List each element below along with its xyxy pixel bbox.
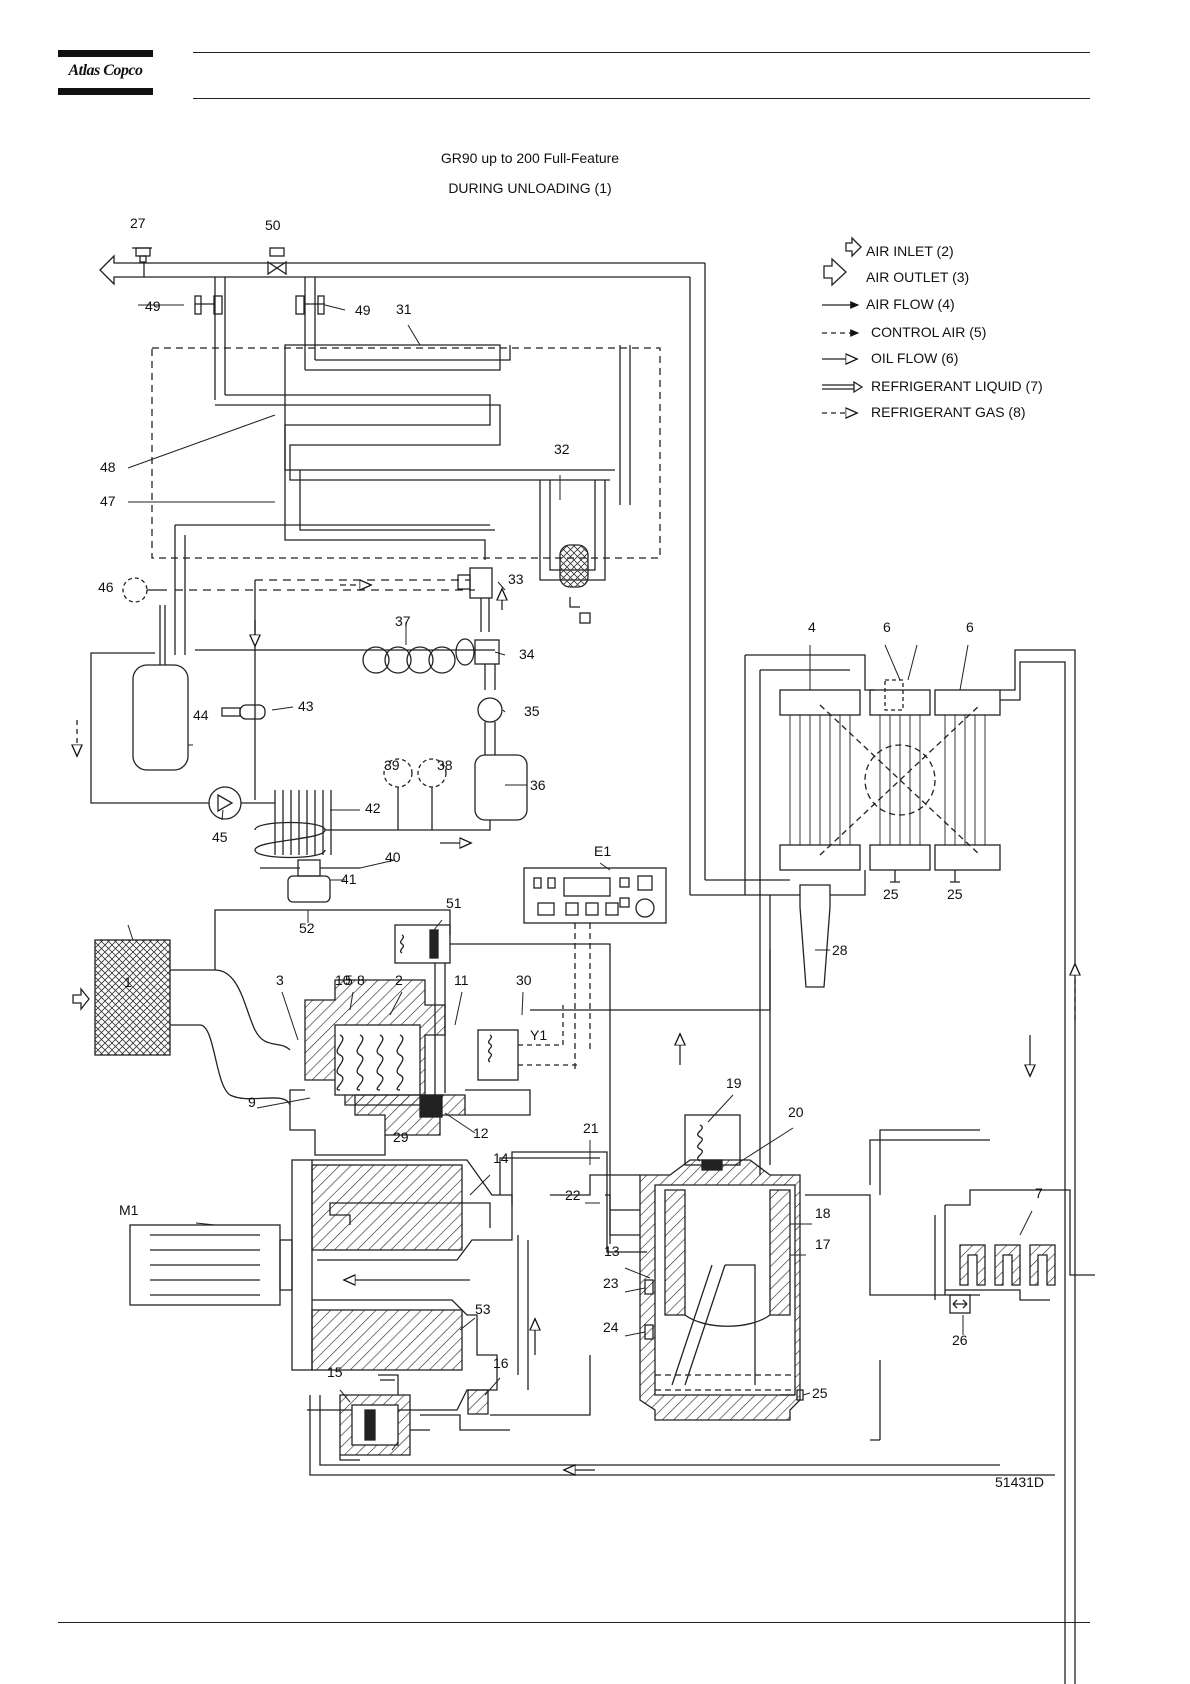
callout-36: 36 [530,777,546,793]
callout-13: 13 [604,1243,620,1259]
refrigerant-circuit [77,567,528,903]
drawing-number: 51431D [995,1474,1045,1490]
logo-text: Atlas Copco [68,62,143,79]
footer-rule [58,1622,1090,1623]
callout-30: 30 [516,972,532,988]
callout-17: 17 [815,1236,831,1252]
callout-12: 12 [473,1125,489,1141]
callout-49: 49 [145,298,161,314]
controller-e1 [523,867,667,1073]
callout-1: 1 [124,974,132,990]
air-outlet-icon [823,257,847,287]
callout-7: 7 [1035,1185,1043,1201]
air-inlet-icon [845,236,862,258]
compressor-element [129,1151,647,1411]
condenser [254,790,435,859]
callout-16: 16 [493,1355,509,1371]
callout-29: 29 [393,1129,409,1145]
legend-item-air-flow: AIR FLOW (4) [866,296,955,312]
callout-52: 52 [299,920,315,936]
callout-33: 33 [508,571,524,587]
callout-34: 34 [519,646,535,662]
callout-50: 50 [265,217,281,233]
callout-4: 4 [808,619,816,635]
valve-50 [267,247,287,276]
legend-item-refrigerant-gas: REFRIGERANT GAS (8) [871,404,1026,420]
legend-item-control-air: CONTROL AIR (5) [871,324,987,340]
callout-25: 25 [883,886,899,902]
callout-27: 27 [130,215,146,231]
callout-35: 35 [524,703,540,719]
dryer-heat-exchanger [151,344,661,655]
header-rule-top [193,52,1090,53]
callout-32: 32 [554,441,570,457]
callout-42: 42 [365,800,381,816]
refrigerant-liquid-icon [822,380,864,394]
callout-31: 31 [396,301,412,317]
diagram-subtitle: DURING UNLOADING (1) [448,180,612,196]
callout-23: 23 [603,1275,619,1291]
callout-53: 53 [475,1301,491,1317]
air-outlet-piping [99,247,800,896]
callout-19: 19 [726,1075,742,1091]
legend-item-air-inlet: AIR INLET (2) [866,243,954,259]
callout-48: 48 [100,459,116,475]
inlet-valve [289,924,771,1244]
legend-item-air-outlet: AIR OUTLET (3) [866,269,970,285]
callout-2: 2 [395,972,403,988]
valve-49-right [295,295,325,315]
diagram-title: GR90 up to 200 Full-Feature [440,150,620,166]
callout-37: 37 [395,613,411,629]
callout-25: 25 [812,1385,828,1401]
valve-27 [132,247,152,263]
callout-11: 11 [454,972,469,988]
callout-20: 20 [788,1104,804,1120]
valve-49-left [194,295,223,315]
callout-46: 46 [98,579,114,595]
atlas-copco-logo: Atlas Copco [58,50,153,96]
callout-28: 28 [832,942,848,958]
oil-separator-vessel [550,1114,980,1421]
callout-40: 40 [385,849,401,865]
callout-22: 22 [565,1187,581,1203]
callout-49: 49 [355,302,371,318]
callout-38: 38 [437,757,453,773]
callout-e1: E1 [594,843,611,859]
callout-3: 3 [276,972,284,988]
coolers [744,649,1075,1684]
callout-5: 5 [345,972,353,988]
callout-21: 21 [583,1120,599,1136]
lower-valves [309,1355,1055,1475]
legend-item-refrigerant-liquid: REFRIGERANT LIQUID (7) [871,378,1043,394]
callout-6: 6 [966,619,974,635]
callout-15: 15 [327,1364,343,1380]
callout-14: 14 [493,1150,509,1166]
callout-6: 6 [883,619,891,635]
callout-25: 25 [947,886,963,902]
callout-41: 41 [341,871,357,887]
callout-10: 10 [335,972,351,988]
cooler-return [759,895,990,1441]
callout-26: 26 [952,1332,968,1348]
callout-labels [127,304,1033,1451]
callout-45: 45 [212,829,228,845]
callout-51: 51 [446,895,462,911]
callout-y1: Y1 [530,1027,547,1043]
legend-item-oil-flow: OIL FLOW (6) [871,350,959,366]
callout-39: 39 [384,757,400,773]
callout-43: 43 [298,698,314,714]
header-rule-bottom [193,98,1090,99]
callout-24: 24 [603,1319,619,1335]
callout-9: 9 [248,1094,256,1110]
callout-8: 8 [357,972,365,988]
callout-18: 18 [815,1205,831,1221]
callout-m1: M1 [119,1202,139,1218]
callout-47: 47 [100,493,116,509]
legend-icons [822,236,864,413]
oil-cooler-7 [934,1189,1095,1314]
callout-44: 44 [193,707,209,723]
